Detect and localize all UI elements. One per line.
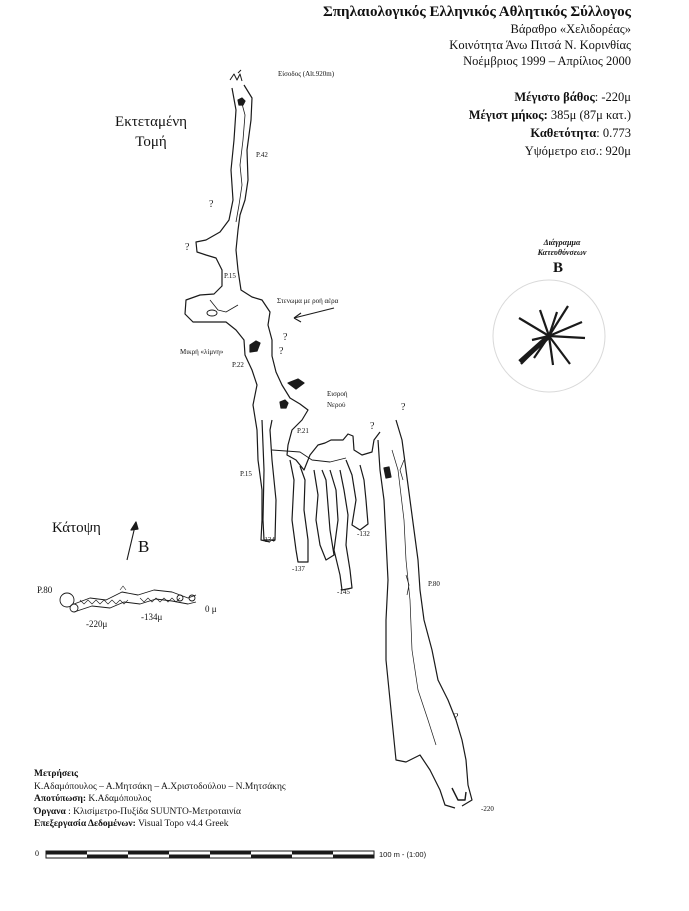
label-p42: P.42 (256, 151, 268, 159)
main-shaft-right-wall (395, 419, 473, 807)
unexplored-question-7: ? (454, 712, 459, 723)
unexplored-question-1: ? (209, 199, 214, 210)
boulder-blob-1 (237, 97, 246, 106)
branch-pit-132 (345, 459, 369, 531)
credits-instruments: Όργανα : Κλισίμετρο-Πυξίδα SUUNTO-Μετροτ… (34, 806, 241, 817)
credits-processing: Επεξεργασία Δεδομένων: Visual Topo v4.4 … (34, 819, 229, 829)
stat-altitude: Υψόμετρο εισ.: 920μ (524, 144, 631, 158)
main-shaft-left-wall (377, 439, 456, 809)
unexplored-question-2: ? (185, 242, 190, 253)
compass-north-letter: B (553, 260, 564, 276)
credits-measurements-title: Μετρήσεις (34, 769, 79, 779)
plan-label-p80: P.80 (37, 585, 53, 595)
airflow-arrow-icon (293, 307, 335, 319)
scale-start-label: 0 (35, 849, 39, 858)
branch-pit-137 (289, 459, 309, 563)
survey-dates: Νοέμβριος 1999 – Απρίλιος 2000 (463, 54, 631, 68)
boulder-blob-3 (287, 378, 305, 390)
label-p15-top: P.15 (224, 272, 236, 280)
direction-diagram-title: Διάγραμμα Κατευθύνσεων (537, 238, 587, 257)
cave-name: Βάραθρο «Χελιδορέας» (510, 22, 631, 36)
boulder-blob-2 (249, 340, 261, 353)
branch-pit-137b (313, 469, 335, 561)
label-p22: P.22 (232, 361, 244, 369)
entrance-marker-icon (229, 69, 243, 82)
unexplored-question-4: ? (279, 346, 284, 357)
boulder-blob-4 (279, 399, 289, 409)
label-p15-low: P.15 (240, 470, 252, 478)
plan-view-title: Κάτοψη (52, 520, 101, 536)
credits-drawing: Αποτύπωση: Κ.Αδαμόπουλος (34, 794, 152, 804)
label-airflow-squeeze: Στενωμα με ροή αέρα (277, 297, 339, 305)
label-small-lake: Μικρή «λίμνη» (180, 348, 224, 356)
credits-measurements-names: Κ.Αδαμόπουλος – Α.Μητσάκη – Α.Χριστοδούλ… (34, 781, 286, 792)
label-water-inflow-2: Νερού (327, 401, 346, 409)
extended-section-title: Εκτεταμένη Τομή (115, 114, 187, 150)
upper-right-wall (235, 84, 381, 471)
label-depth-145: -145 (337, 588, 350, 596)
branch-pit-145 (329, 469, 353, 591)
label-water-inflow-1: Εισροή (327, 390, 348, 398)
label-depth-132: -132 (357, 530, 370, 538)
scale-bar (45, 850, 375, 859)
stat-max-depth: Μέγιστο βάθος: -220μ (514, 90, 631, 104)
plan-label-134: -134μ (141, 612, 163, 622)
credits-block: Μετρήσεις Κ.Αδαμόπουλος – Α.Μητσάκη – Α.… (34, 768, 286, 831)
unexplored-question-3: ? (283, 332, 288, 343)
plan-label-zero: 0 μ (205, 604, 217, 614)
plan-view-drawing (59, 585, 197, 613)
plan-north-letter: B (138, 537, 150, 556)
branch-pit-134 (261, 419, 277, 541)
plan-label-220: -220μ (86, 619, 108, 629)
stat-max-length: Μέγιστ μήκος: 385μ (87μ κατ.) (468, 108, 631, 122)
cave-location: Κοινότητα Άνω Πιτσά Ν. Κορινθίας (449, 38, 631, 52)
direction-rose-icon (492, 279, 606, 393)
upper-left-wall (184, 87, 271, 543)
label-p21: P.21 (297, 427, 309, 435)
scale-end-label: 100 m - (1:00) (379, 850, 427, 859)
survey-club-title: Σπηλαιολογικός Ελληνικός Αθλητικός Σύλλο… (323, 4, 631, 20)
label-entrance: Είσοδος (Alt.920m) (278, 70, 335, 78)
stat-verticality: Καθετότητα: 0.773 (530, 126, 631, 140)
unexplored-question-5: ? (401, 402, 406, 413)
label-depth-137: -137 (292, 565, 305, 573)
unexplored-question-6: ? (370, 421, 375, 432)
label-p80-section: P.80 (428, 580, 440, 588)
label-depth-220: -220 (481, 805, 494, 813)
boulder-blob-5 (383, 466, 392, 479)
